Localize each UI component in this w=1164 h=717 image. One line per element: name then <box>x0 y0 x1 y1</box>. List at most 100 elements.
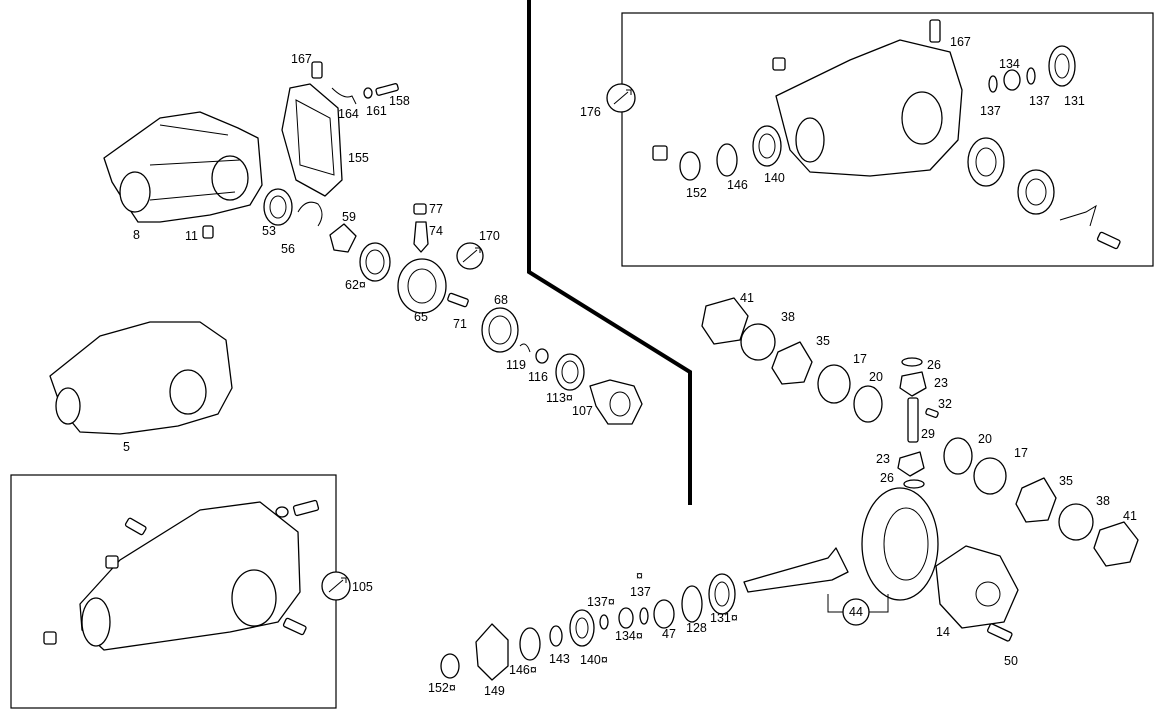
housing-inset-top-right <box>775 39 963 177</box>
bearing-113 <box>555 353 585 391</box>
label-29: 29 <box>921 427 935 441</box>
pinion-shaft <box>743 547 849 593</box>
label-8: 8 <box>133 228 140 242</box>
label-107: 107 <box>572 404 593 418</box>
shaft-29 <box>907 397 919 443</box>
spacer-134a <box>1003 69 1021 91</box>
pin-32 <box>925 408 939 418</box>
washer-161 <box>363 87 373 99</box>
wrench-symbol-105 <box>321 571 351 601</box>
label-23-b: 23 <box>876 452 890 466</box>
bearing-top-right-2 <box>967 137 1005 187</box>
label-137-c: 137¤ <box>587 595 615 609</box>
label-149: 149 <box>484 684 505 698</box>
washer-26a <box>901 357 923 367</box>
bearing-140b <box>569 609 595 647</box>
housing-inset-bottom-left <box>79 501 301 651</box>
housing-5 <box>49 321 233 435</box>
label-5: 5 <box>123 440 130 454</box>
nut-152a <box>652 145 668 161</box>
wrench-symbol-176 <box>606 83 636 113</box>
wrench-symbol-170 <box>456 242 484 270</box>
label-113: 113¤ <box>546 391 573 405</box>
section-divider-line <box>527 0 692 505</box>
label-128: 128 <box>686 621 707 635</box>
label-146-b: 146¤ <box>509 663 537 677</box>
gear-47 <box>653 599 675 629</box>
label-17-b: 17 <box>1014 446 1028 460</box>
label-137-inset-a: 137 <box>980 104 1001 118</box>
washer-137e <box>639 607 649 625</box>
label-35-a: 35 <box>816 334 830 348</box>
label-35-b: 35 <box>1059 474 1073 488</box>
seal-68 <box>481 307 519 353</box>
disc-41b <box>1093 521 1139 567</box>
sensor-74 <box>413 221 429 253</box>
label-161: 161 <box>366 104 387 118</box>
label-152-inset: 152 <box>686 186 707 200</box>
plate-59 <box>329 223 357 253</box>
label-176: 176 <box>580 105 601 119</box>
label-170: 170 <box>479 229 500 243</box>
label-119: 119 <box>506 358 526 372</box>
label-59: 59 <box>342 210 356 224</box>
label-152-b: 152¤ <box>428 681 456 695</box>
nut-top-right <box>772 57 786 71</box>
ring-128 <box>681 585 703 623</box>
label-14: 14 <box>936 625 950 639</box>
disc-38b <box>1058 503 1094 541</box>
bearing-131a <box>1048 45 1076 87</box>
bearing-131b <box>708 573 736 615</box>
plug-77 <box>413 203 427 215</box>
label-20-b: 20 <box>978 432 992 446</box>
label-164: 164 <box>338 107 359 121</box>
spacer-134b <box>618 607 634 629</box>
label-56: 56 <box>281 242 295 256</box>
label-137-inset-b: 137 <box>1029 94 1050 108</box>
flange-107 <box>589 379 643 425</box>
label-155: 155 <box>348 151 369 165</box>
inset-frame-top-right <box>621 12 1154 267</box>
bolt-158 <box>375 83 399 96</box>
breather-167a <box>311 61 323 79</box>
clip-164 <box>331 87 357 105</box>
label-20-a: 20 <box>869 370 883 384</box>
label-131-inset: 131 <box>1064 94 1085 108</box>
label-23-a: 23 <box>934 376 948 390</box>
label-17-a: 17 <box>853 352 867 366</box>
bolt-top-right <box>1096 231 1121 250</box>
disc-38a <box>740 323 776 361</box>
label-74: 74 <box>429 224 443 238</box>
label-167: 167 <box>291 52 312 66</box>
plug-11 <box>202 225 214 239</box>
label-47: 47 <box>662 627 676 641</box>
washer-116 <box>535 348 549 364</box>
bolt-71 <box>447 292 469 308</box>
label-41-a: 41 <box>740 291 754 305</box>
gear-23b <box>897 451 925 477</box>
ring-gear <box>861 487 939 601</box>
gear-20b <box>943 437 973 475</box>
gear-23a <box>899 371 927 397</box>
label-77: 77 <box>429 202 443 216</box>
label-38-b: 38 <box>1096 494 1110 508</box>
flange-152a <box>679 151 701 181</box>
breather-167b <box>929 19 941 43</box>
label-167-inset: 167 <box>950 35 971 49</box>
label-158: 158 <box>389 94 410 108</box>
label-38-a: 38 <box>781 310 795 324</box>
flange-cover-65 <box>397 258 447 314</box>
label-32: 32 <box>938 397 952 411</box>
label-105: 105 <box>352 580 373 594</box>
bolt-inset-bl-2 <box>124 517 147 536</box>
seal-62 <box>359 242 391 282</box>
nut-inset-bl-1 <box>105 555 119 569</box>
washer-137c <box>599 614 609 630</box>
label-65: 65 <box>414 310 428 324</box>
label-140-b: 140¤ <box>580 653 608 667</box>
washer-137b <box>1026 67 1036 85</box>
housing-8 <box>103 111 263 223</box>
label-134-inset: 134 <box>999 57 1020 71</box>
